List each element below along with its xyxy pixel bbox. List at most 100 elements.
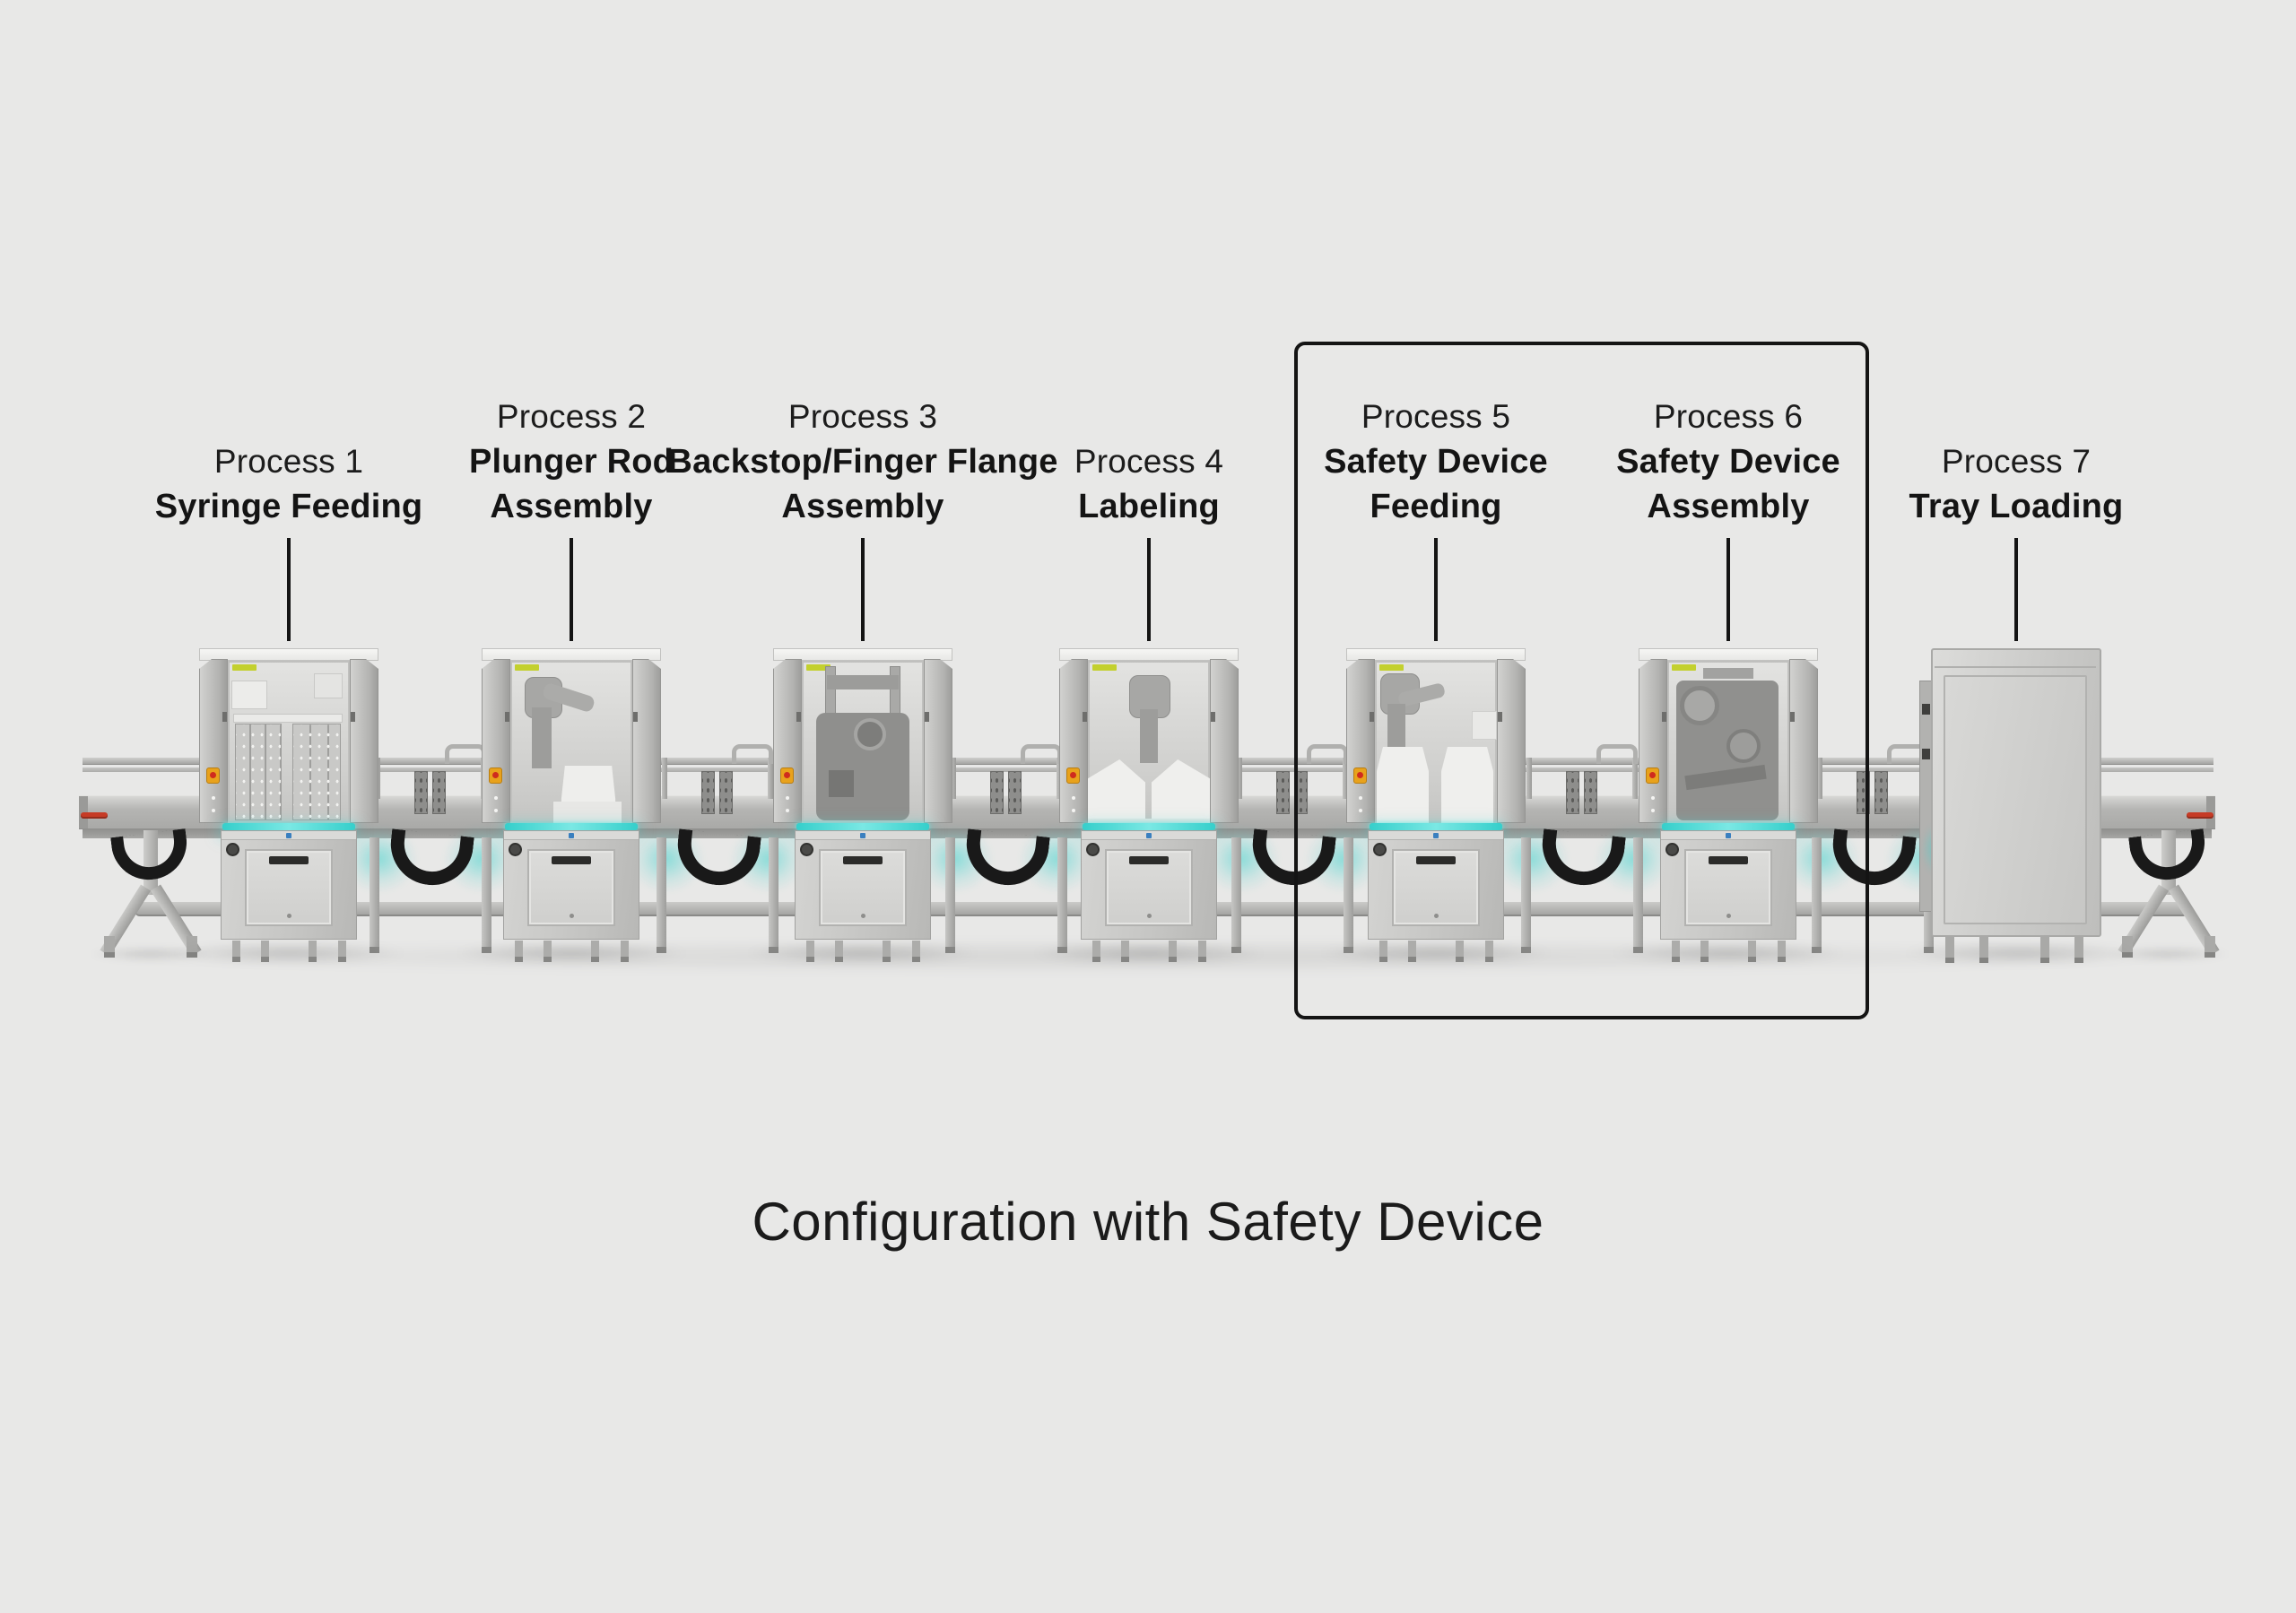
label-chip — [1672, 664, 1696, 671]
rail-connector-plate — [1874, 771, 1888, 814]
support-post — [945, 837, 955, 953]
base-panel — [245, 849, 333, 926]
enclosure-top-beam — [199, 648, 378, 661]
indicator-dot — [1359, 809, 1362, 812]
machinery-shape — [1377, 747, 1429, 823]
support-post — [482, 837, 491, 953]
stand-foot — [104, 936, 115, 958]
leveling-foot — [1672, 941, 1680, 962]
teal-light-strip — [222, 823, 355, 830]
power-knob — [509, 843, 522, 856]
base-top-strip — [1082, 831, 1216, 840]
machine-cell — [1031, 648, 1267, 964]
caster — [2040, 937, 2049, 963]
support-post — [1344, 837, 1353, 953]
enclosure-left-pillar — [1639, 659, 1667, 823]
figure-caption: Configuration with Safety Device — [752, 1192, 1544, 1252]
brand-mark — [1433, 833, 1439, 838]
enclosure-right-pillar — [632, 659, 661, 823]
process-title: Process 5 — [1361, 398, 1511, 435]
enclosure-left-pillar — [1346, 659, 1375, 823]
support-post — [1231, 837, 1241, 953]
machinery-shape — [553, 802, 622, 823]
caster — [1945, 937, 1954, 963]
support-post — [1812, 837, 1822, 953]
power-knob — [1373, 843, 1387, 856]
leveling-foot — [309, 941, 317, 962]
panel-screw — [570, 914, 574, 918]
base-top-strip — [1661, 831, 1796, 840]
machine-cell — [1610, 648, 1847, 964]
machine-shadow — [170, 942, 407, 964]
label-chip — [806, 664, 831, 671]
indicator-dot — [1072, 809, 1075, 812]
indicator-dot — [786, 809, 789, 812]
enclosure-right-pillar — [1789, 659, 1818, 823]
power-knob — [1086, 843, 1100, 856]
emergency-stop-button — [206, 767, 220, 784]
indicator-dot — [212, 809, 215, 812]
indicator-dot — [1359, 796, 1362, 800]
rail-connector-plate — [719, 771, 733, 814]
base-cabinet — [1368, 830, 1504, 962]
rail-handle — [1596, 744, 1638, 764]
panel-handle — [1129, 856, 1169, 864]
process-title: Process 7 — [1941, 443, 2092, 480]
leveling-foot — [1456, 941, 1464, 962]
brand-mark — [569, 833, 574, 838]
power-knob — [1665, 843, 1679, 856]
process-name-line: Safety Device — [1324, 443, 1548, 481]
panel-handle — [1709, 856, 1748, 864]
teal-light-strip — [796, 823, 929, 830]
emergency-stop-button — [1066, 767, 1080, 784]
support-post — [370, 837, 379, 953]
panel-screw — [1147, 914, 1152, 918]
enclosure-right-pillar — [350, 659, 378, 823]
base-cabinet — [1081, 830, 1217, 962]
panel-screw — [287, 914, 291, 918]
rail-connector-plate — [990, 771, 1004, 814]
railing-post — [768, 758, 773, 799]
teal-light-strip — [1370, 823, 1502, 830]
machinery-shape — [292, 724, 341, 820]
rail-connector-plate — [701, 771, 715, 814]
enclosure-right-pillar — [924, 659, 952, 823]
enclosure-window — [1375, 661, 1497, 823]
process-title: Process 2 — [496, 398, 647, 435]
base-top-strip — [796, 831, 930, 840]
leveling-foot — [912, 941, 920, 962]
machinery-shape — [1680, 686, 1719, 725]
machine-cell — [744, 648, 981, 964]
railing-post — [1343, 758, 1348, 799]
power-knob — [226, 843, 239, 856]
leveling-foot — [338, 941, 346, 962]
leader-line — [1147, 538, 1151, 641]
machine-shadow — [1031, 942, 1267, 964]
machinery-shape — [1088, 759, 1145, 823]
label-chip — [1092, 664, 1117, 671]
stand-post — [144, 830, 158, 895]
rail-connector-plate — [1008, 771, 1022, 814]
railing-post — [1526, 758, 1532, 799]
process-title: Process 6 — [1653, 398, 1804, 435]
process-name-line: Labeling — [1078, 488, 1220, 525]
base-panel — [1105, 849, 1193, 926]
machinery-shape — [1088, 819, 1210, 823]
panel-screw — [1434, 914, 1439, 918]
rail-handle — [445, 744, 486, 764]
railing-post — [1237, 758, 1242, 799]
stand-shadow — [2106, 947, 2231, 961]
leader-line — [2014, 538, 2018, 641]
brand-mark — [1726, 833, 1731, 838]
panel-screw — [1726, 914, 1731, 918]
rail-connector-plate — [1566, 771, 1579, 814]
leveling-foot — [591, 941, 599, 962]
enclosure-right-pillar — [1210, 659, 1239, 823]
cable-hose — [2128, 828, 2209, 884]
leveling-foot — [544, 941, 552, 962]
machinery-shape — [1441, 747, 1493, 823]
base-cabinet — [503, 830, 639, 962]
